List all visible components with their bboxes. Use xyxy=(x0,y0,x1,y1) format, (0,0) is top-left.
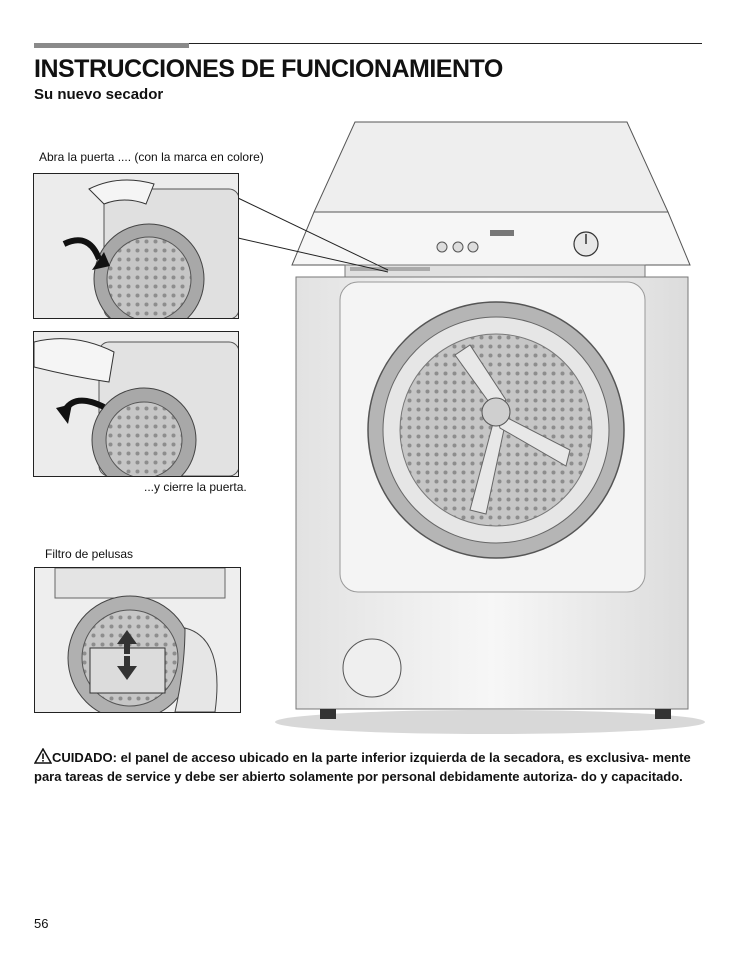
header-accent-bar xyxy=(34,43,189,48)
caution-label: CUIDADO: xyxy=(52,750,117,765)
caption-close-door: ...y cierre la puerta. xyxy=(144,480,247,494)
dryer-illustration xyxy=(237,121,705,734)
caption-lint-filter: Filtro de pelusas xyxy=(45,547,134,561)
drum-hub xyxy=(481,397,511,427)
page-subtitle: Su nuevo secador xyxy=(34,86,164,103)
caution-text: el panel de acceso ubicado en la parte i… xyxy=(34,750,691,784)
display-window xyxy=(490,230,514,236)
caution-notice: CUIDADO: el panel de acceso ubicado en l… xyxy=(34,748,714,786)
hand-icon xyxy=(34,338,115,383)
inset-open-door xyxy=(33,173,239,319)
page-title: INSTRUCCIONES DE FUNCIONAMIENTO xyxy=(34,55,503,83)
caption-open-door: Abra la puerta .... (con la marca en col… xyxy=(39,150,264,164)
arrow-up-icon xyxy=(117,630,137,644)
floor-shadow xyxy=(275,710,705,734)
access-panel xyxy=(342,638,402,698)
hand-icon xyxy=(88,179,155,205)
arrow-icon xyxy=(62,237,102,261)
control-panel xyxy=(291,211,691,266)
button-icon xyxy=(452,241,464,253)
button-icon xyxy=(467,241,479,253)
page-number: 56 xyxy=(34,916,49,931)
inset-lint-filter xyxy=(34,567,241,713)
inset-close-door xyxy=(33,331,239,477)
button-icon xyxy=(436,241,448,253)
arrow-down-icon xyxy=(117,666,137,680)
warning-triangle-icon xyxy=(34,748,52,764)
foot xyxy=(655,709,671,719)
dryer-top xyxy=(313,121,669,213)
foot xyxy=(320,709,336,719)
header-rule xyxy=(34,43,702,44)
